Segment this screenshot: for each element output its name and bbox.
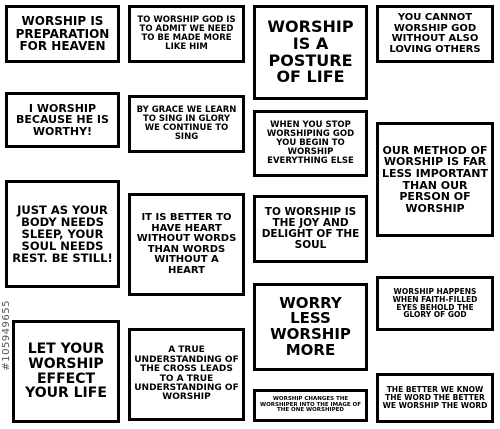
quote-card-worship-changes: WORSHIP CHANGES THE WORSHIPER INTO THE I…	[253, 389, 368, 422]
quote-text: JUST AS YOUR BODY NEEDS SLEEP, YOUR SOUL…	[12, 202, 113, 266]
quote-card-worship-preparation: WORSHIP IS PREPARATION FOR HEAVEN	[5, 5, 120, 63]
quote-text: I WORSHIP BECAUSE HE IS WORTHY!	[16, 101, 109, 138]
quote-card-let-your-worship: LET YOUR WORSHIP EFFECT YOUR LIFE	[12, 320, 120, 423]
quote-text: THE BETTER WE KNOW THE WORD THE BETTER W…	[382, 385, 488, 410]
quote-text: WORSHIP HAPPENS WHEN FAITH-FILLED EYES B…	[392, 286, 478, 320]
quote-card-to-worship-god-admit: TO WORSHIP GOD IS TO ADMIT WE NEED TO BE…	[128, 5, 245, 63]
quote-text: WORSHIP CHANGES THE WORSHIPER INTO THE I…	[260, 395, 361, 414]
quote-card-just-as-your-body: JUST AS YOUR BODY NEEDS SLEEP, YOUR SOUL…	[5, 180, 120, 288]
quote-text: LET YOUR WORSHIP EFFECT YOUR LIFE	[25, 341, 107, 402]
quote-text: A TRUE UNDERSTANDING OF THE CROSS LEADS …	[134, 345, 239, 403]
quote-card-cannot-worship: YOU CANNOT WORSHIP GOD WITHOUT ALSO LOVI…	[376, 5, 494, 63]
quote-card-posture-of-life: WORSHIP IS A POSTURE OF LIFE	[253, 5, 368, 100]
quote-card-true-understanding: A TRUE UNDERSTANDING OF THE CROSS LEADS …	[128, 328, 245, 421]
quote-card-heart-without-words: IT IS BETTER TO HAVE HEART WITHOUT WORDS…	[128, 193, 245, 296]
stock-watermark: #105949655	[1, 300, 12, 371]
quote-text: BY GRACE WE LEARN TO SING IN GLORY WE CO…	[136, 105, 237, 142]
quote-card-worry-less: WORRY LESS WORSHIP MORE	[253, 283, 368, 371]
quote-text: WORSHIP IS PREPARATION FOR HEAVEN	[15, 14, 110, 54]
quote-card-when-you-stop: WHEN YOU STOP WORSHIPING GOD YOU BEGIN T…	[253, 110, 368, 177]
quote-text: WORSHIP IS A POSTURE OF LIFE	[267, 16, 354, 87]
quote-text: TO WORSHIP IS THE JOY AND DELIGHT OF THE…	[261, 205, 360, 252]
quote-text: OUR METHOD OF WORSHIP IS FAR LESS IMPORT…	[382, 143, 489, 215]
quote-card-i-worship-because: I WORSHIP BECAUSE HE IS WORTHY!	[5, 92, 120, 148]
quote-text: TO WORSHIP GOD IS TO ADMIT WE NEED TO BE…	[137, 15, 236, 52]
quote-card-worship-happens: WORSHIP HAPPENS WHEN FAITH-FILLED EYES B…	[376, 276, 494, 331]
quote-text: IT IS BETTER TO HAVE HEART WITHOUT WORDS…	[136, 212, 237, 276]
quote-card-by-grace: BY GRACE WE LEARN TO SING IN GLORY WE CO…	[128, 95, 245, 153]
quote-card-joy-and-delight: TO WORSHIP IS THE JOY AND DELIGHT OF THE…	[253, 195, 368, 263]
quote-card-better-we-know: THE BETTER WE KNOW THE WORD THE BETTER W…	[376, 373, 494, 423]
quote-text: YOU CANNOT WORSHIP GOD WITHOUT ALSO LOVI…	[389, 12, 481, 55]
quote-text: WHEN YOU STOP WORSHIPING GOD YOU BEGIN T…	[266, 120, 355, 166]
quote-text: WORRY LESS WORSHIP MORE	[270, 293, 351, 359]
quote-card-method-of-worship: OUR METHOD OF WORSHIP IS FAR LESS IMPORT…	[376, 122, 494, 237]
